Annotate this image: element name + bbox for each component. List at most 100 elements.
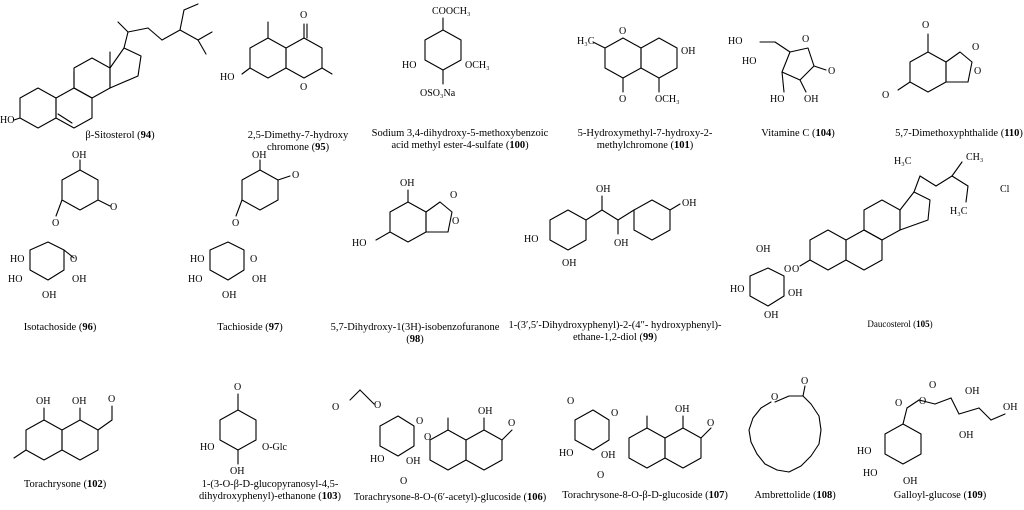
label-95-0: HO	[220, 72, 234, 83]
label-109-8: OH	[903, 476, 917, 487]
label-101-0: H₃C	[577, 36, 595, 47]
caption-110: 5,7-Dimethoxyphthalide (110)	[895, 128, 1023, 139]
label-99-2: HO	[524, 234, 538, 245]
label-105-1: CH₃	[966, 152, 983, 163]
label-96-6: OH	[72, 274, 86, 285]
label-96-3: HO	[10, 254, 24, 265]
label-107-4: HO	[559, 448, 573, 459]
label-106-1: O	[374, 400, 381, 411]
label-106-7: OH	[406, 456, 420, 467]
structure-100: COOCH₃ HO OCH₃ OSO₃Na	[402, 6, 490, 99]
label-97-3: HO	[190, 254, 204, 265]
caption-101: 5-Hydroxymethyl-7-hydroxy-2-methylchromo…	[577, 128, 713, 151]
structure-102: OH OH O	[13, 394, 115, 461]
label-109-6: OH	[1003, 402, 1017, 413]
label-105-7: HO	[730, 284, 744, 295]
label-110-3: O	[882, 90, 889, 101]
label-105-9: OH	[764, 310, 778, 321]
label-98-3: HO	[352, 238, 366, 249]
label-96-1: O	[110, 202, 117, 213]
label-96-0: OH	[72, 150, 86, 161]
label-106-4: OH	[478, 406, 492, 417]
caption-103: 1-(3-O-β-D-glucopyranosyl-4,5-dihydroxyp…	[198, 479, 341, 502]
label-106-6: HO	[370, 454, 384, 465]
structure-103: O HO O-Glc OH	[200, 382, 288, 477]
label-106-5: O	[508, 418, 515, 429]
label-97-2: O	[232, 218, 239, 229]
label-97-1: O	[292, 170, 299, 181]
label-101-1: O	[619, 26, 626, 37]
label-103-2: O-Glc	[262, 442, 288, 453]
label-96-4: O	[70, 254, 77, 265]
label-105-5: O	[784, 264, 791, 275]
caption-108: Ambrettolide (108)	[754, 490, 836, 501]
label-105-6: O	[792, 264, 799, 275]
label-105-0: H₃C	[894, 156, 912, 167]
structure-99: OH OH HO OH OH	[524, 184, 696, 269]
caption-97: Tachioside (97)	[217, 322, 283, 333]
label-104-5: OH	[804, 94, 818, 105]
label-97-6: OH	[252, 274, 266, 285]
structure-106: O O O O OH O HO OH O	[332, 389, 515, 487]
label-107-2: OH	[675, 404, 689, 415]
label-109-7: OH	[959, 430, 973, 441]
label-99-4: OH	[562, 258, 576, 269]
label-106-3: O	[424, 432, 431, 443]
caption-106: Torachrysone-8-O-(6′-acetyl)-glucoside (…	[353, 492, 547, 503]
label-96-2: O	[52, 218, 59, 229]
label-109-5: HO	[863, 468, 877, 479]
structure-96: OH O O HO O HO OH OH	[8, 150, 117, 301]
label-97-4: O	[250, 254, 257, 265]
label-95-2: O	[300, 82, 307, 93]
label-107-6: O	[597, 470, 604, 481]
label-104-1: HO	[742, 56, 756, 67]
label-99-0: OH	[596, 184, 610, 195]
label-105-2: Cl	[1000, 184, 1010, 195]
label-99-1: OH	[682, 198, 696, 209]
structure-110: O O O O	[882, 20, 981, 101]
label-107-5: OH	[601, 450, 615, 461]
label-96-5: HO	[8, 274, 22, 285]
label-102-1: OH	[72, 396, 86, 407]
label-104-2: O	[802, 34, 809, 45]
label-100-1: HO	[402, 60, 416, 71]
structure-104: HO HO O O HO OH	[728, 34, 835, 105]
label-100-2: OCH₃	[465, 60, 490, 71]
structure-109: O O OH O HO HO OH OH OH	[857, 380, 1017, 487]
label-100-0: COOCH₃	[432, 6, 471, 17]
label-101-2: OH	[681, 46, 695, 57]
caption-104: Vitamine C (104)	[761, 128, 835, 139]
label-97-0: OH	[252, 150, 266, 161]
structure-95: HO O O	[220, 10, 333, 93]
label-106-0: O	[332, 402, 339, 413]
label-109-0: O	[929, 380, 936, 391]
caption-107: Torachrysone-8-O-β-D-glucoside (107)	[562, 490, 728, 501]
label-107-0: O	[567, 396, 574, 407]
label-97-7: OH	[222, 290, 236, 301]
label-105-4: OH	[756, 244, 770, 255]
label-108-1: O	[801, 376, 808, 387]
label-98-1: O	[450, 190, 457, 201]
caption-94: β-Sitosterol (94)	[85, 130, 155, 141]
caption-99: 1-(3′,5′-Dihydroxyphenyl)-2-(4″- hydroxy…	[508, 320, 722, 343]
label-100-3: OSO₃Na	[420, 88, 456, 99]
label-106-2: O	[416, 416, 423, 427]
label-104-3: O	[828, 66, 835, 77]
structure-108: O O	[748, 376, 822, 473]
structure-101: H₃C O OH O OCH₃	[577, 26, 695, 105]
label-104-0: HO	[728, 36, 742, 47]
label-99-3: OH	[614, 238, 628, 249]
label-108-0: O	[771, 392, 778, 403]
structure-105: H₃C CH₃ Cl H₃C OH O O HO OH OH	[730, 152, 1010, 321]
label-109-1: O	[895, 398, 902, 409]
label-107-1: O	[611, 408, 618, 419]
label-110-0: O	[922, 20, 929, 31]
structure-97: OH O O HO O HO OH OH	[188, 150, 299, 301]
structure-107: O O OH O HO OH O	[559, 396, 714, 481]
caption-109: Galloyl-glucose (109)	[893, 490, 987, 501]
label-109-4: HO	[857, 446, 871, 457]
label-101-3: O	[619, 94, 626, 105]
label-109-2: OH	[965, 386, 979, 397]
label-101-4: OCH₃	[655, 94, 680, 105]
